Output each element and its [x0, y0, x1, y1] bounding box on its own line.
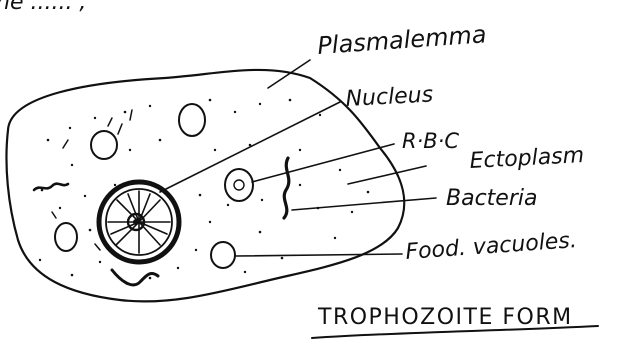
bacteria-cluster [284, 158, 289, 218]
leader-bacteria [292, 198, 436, 210]
leader-nucleus [160, 102, 340, 192]
top-text-fragment: he ...... ; [0, 0, 87, 15]
leader-rbc [252, 144, 394, 182]
leader-ectoplasm [348, 166, 426, 184]
label-ectoplasm: Ectoplasm [469, 143, 585, 174]
food-vacuole [211, 242, 235, 268]
bacteria-squiggle [34, 184, 68, 190]
diagram-title: TROPHOZOITE FORM [317, 305, 573, 330]
leader-food-vacuoles [236, 254, 402, 256]
cytoplasm-dashes [52, 110, 132, 250]
label-plasmalemma: Plasmalemma [316, 20, 487, 60]
label-bacteria: Bacteria [446, 186, 537, 211]
leader-plasmalemma [268, 60, 310, 88]
vacuole [55, 223, 77, 251]
label-food-vacuoles: Food. vacuoles. [405, 228, 578, 265]
label-rbc: R·B·C [402, 129, 459, 153]
vacuole [91, 131, 117, 159]
vacuole [179, 104, 205, 136]
rbc [225, 169, 253, 201]
nucleus [99, 182, 179, 262]
label-nucleus: Nucleus [345, 82, 434, 112]
rbc-center [234, 180, 244, 190]
